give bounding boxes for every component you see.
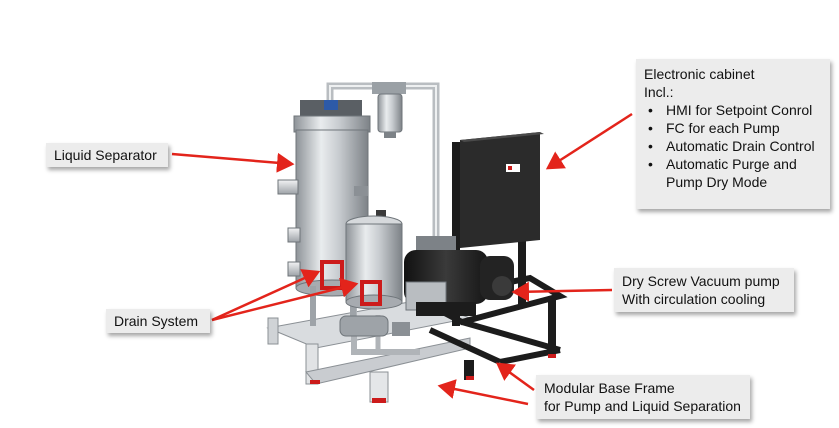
cabinet-item-fc: FC for each Pump xyxy=(644,119,822,137)
callout-cabinet-subtitle: Incl.: xyxy=(644,84,674,100)
callout-electronic-cabinet: Electronic cabinet Incl.: HMI for Setpoi… xyxy=(636,59,830,209)
cabinet-item-purge: Automatic Purge and xyxy=(644,155,822,173)
callout-frame-line1: Modular Base Frame xyxy=(544,380,675,396)
callout-drain-system: Drain System xyxy=(106,309,210,333)
brand-logo-icon xyxy=(508,166,512,170)
cabinet-item-hmi: HMI for Setpoint Conrol xyxy=(644,101,822,119)
electronic-cabinet xyxy=(452,132,544,248)
arrow-liquid-separator xyxy=(171,152,295,173)
arrow-electronic-cabinet xyxy=(545,112,633,170)
callout-liquid-separator: Liquid Separator xyxy=(46,143,168,167)
arrow-drain-to-separator xyxy=(211,269,321,322)
cabinet-item-dry-mode: Pump Dry Mode xyxy=(666,174,768,190)
callout-liquid-separator-label: Liquid Separator xyxy=(54,147,157,163)
arrow-base-frame-right xyxy=(495,362,535,392)
arrow-base-frame-left xyxy=(437,379,529,406)
arrow-vacuum-pump xyxy=(511,281,613,302)
inline-filter xyxy=(372,82,406,138)
vacuum-pump xyxy=(404,236,514,316)
callout-drain-system-label: Drain System xyxy=(114,313,199,329)
callout-cabinet-title: Electronic cabinet xyxy=(644,66,755,82)
cabinet-item-drain-control: Automatic Drain Control xyxy=(644,137,822,155)
callout-pump-line2: With circulation cooling xyxy=(622,291,766,307)
arrow-drain-to-vessel xyxy=(211,277,359,322)
callout-vacuum-pump: Dry Screw Vacuum pump With circulation c… xyxy=(614,268,794,312)
callout-pump-line1: Dry Screw Vacuum pump xyxy=(622,273,780,289)
callout-arrows xyxy=(171,112,633,406)
callout-cabinet-list: HMI for Setpoint Conrol FC for each Pump… xyxy=(644,101,822,191)
callout-base-frame: Modular Base Frame for Pump and Liquid S… xyxy=(536,375,750,419)
callout-frame-line2: for Pump and Liquid Separation xyxy=(544,398,741,414)
